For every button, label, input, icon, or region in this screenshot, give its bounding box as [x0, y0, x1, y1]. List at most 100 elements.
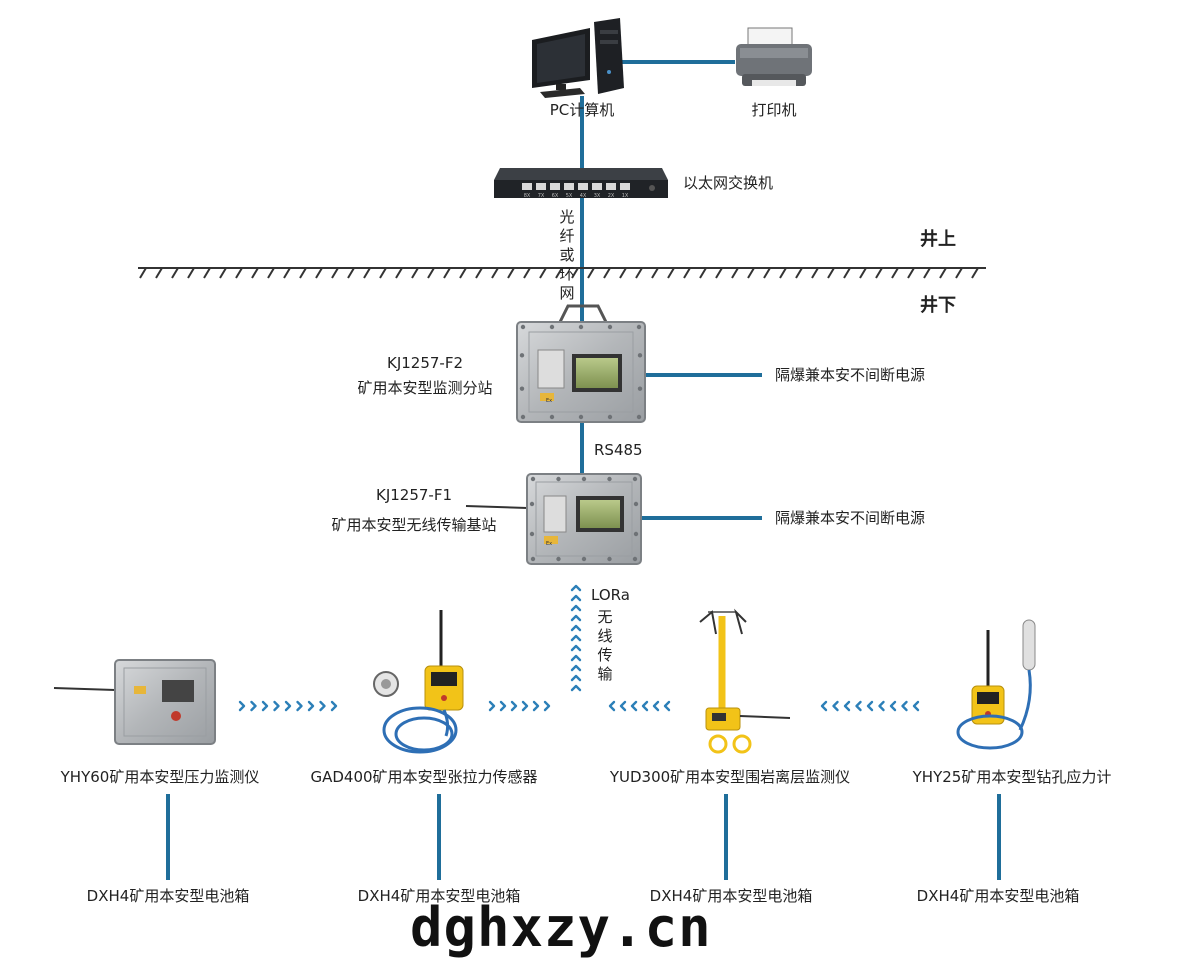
chevron-arrow	[570, 664, 582, 672]
bolt	[519, 386, 525, 391]
bolt	[636, 414, 642, 420]
chevron-arrow	[570, 644, 582, 652]
bolt	[520, 414, 526, 420]
switch-port	[578, 183, 588, 190]
chevron-arrow	[261, 700, 269, 712]
hatch-mark	[459, 267, 467, 279]
chevron-arrow	[570, 584, 582, 592]
bolt	[549, 324, 555, 330]
switch-port	[564, 183, 574, 190]
chevron-arrow	[901, 700, 908, 712]
hatch-mark	[427, 267, 435, 279]
pressure-monitor-device	[53, 659, 216, 745]
tension-sensor-device	[373, 610, 464, 754]
chevron-arrow	[330, 700, 338, 712]
chevron-arrow	[570, 594, 582, 602]
chevron-arrow	[499, 700, 507, 712]
chevron-arrow	[619, 700, 627, 712]
connection-lines	[166, 60, 1001, 880]
chevron-arrow	[488, 700, 496, 712]
hatch-mark	[507, 267, 515, 279]
hatch-mark	[363, 267, 371, 279]
chevron-arrow	[832, 700, 839, 712]
hatch-mark	[811, 267, 819, 279]
chevron-arrow	[630, 700, 638, 712]
hatch-mark	[251, 267, 259, 279]
bolt	[633, 531, 639, 537]
hatch-mark	[747, 267, 755, 279]
chevron-arrow	[570, 674, 582, 682]
bolt	[519, 353, 525, 358]
device-badge: Ex	[546, 541, 552, 547]
switch-port-label: 4X	[580, 193, 587, 199]
pc-label: PC计算机	[549, 101, 615, 119]
chevron-arrow	[843, 700, 851, 712]
bolt	[581, 476, 587, 482]
hatch-mark	[155, 267, 163, 279]
hatch-mark	[299, 267, 307, 279]
bolt	[520, 324, 526, 330]
switch-label: 以太网交换机	[683, 174, 774, 192]
bolt	[607, 476, 612, 482]
hatch-mark	[907, 267, 915, 279]
basestation-name-label: 矿用本安型无线传输基站	[331, 516, 497, 534]
hatch-mark	[571, 267, 579, 279]
hatch-mark	[875, 267, 883, 279]
chevron-arrow	[820, 700, 828, 712]
hatch-mark	[715, 267, 723, 279]
watermark: dghxzy.cn	[410, 896, 712, 959]
hatch-mark	[619, 267, 627, 279]
hatch-mark	[731, 267, 739, 279]
switch-port	[592, 183, 602, 190]
chevron-arrow	[878, 700, 885, 712]
bolt	[578, 324, 584, 330]
chevron-arrow	[543, 700, 551, 712]
hatch-mark	[331, 267, 339, 279]
sensor-name-3: YUD300矿用本安型围岩离层监测仪	[609, 768, 851, 786]
hatch-mark	[859, 267, 867, 279]
ups-label-1: 隔爆兼本安不间断电源	[775, 366, 926, 384]
substation-device	[516, 304, 646, 423]
hatch-mark	[603, 267, 611, 279]
bolt	[607, 324, 613, 330]
switch-port	[550, 183, 560, 190]
printer-label: 打印机	[751, 101, 797, 119]
bolt	[556, 476, 561, 482]
bolt	[530, 556, 536, 562]
chevron-arrow	[532, 700, 540, 712]
hatch-mark	[139, 267, 147, 279]
chevron-arrow	[855, 700, 862, 712]
bolt	[636, 324, 642, 330]
hatch-mark	[955, 267, 963, 279]
hatch-mark	[187, 267, 195, 279]
chevron-arrow	[570, 604, 582, 612]
chevron-arrow	[570, 654, 582, 662]
chevron-arrow	[510, 700, 518, 712]
device-badge: Ex	[546, 398, 552, 404]
bolt	[637, 353, 643, 358]
wireless-flow-arrows	[238, 584, 920, 712]
chevron-arrow	[238, 700, 246, 712]
bolt	[549, 414, 555, 420]
bolt	[530, 476, 536, 482]
hatch-mark	[971, 267, 979, 279]
bolt	[633, 501, 639, 507]
chevron-arrow	[570, 684, 582, 692]
sensor-name-1: YHY60矿用本安型压力监测仪	[60, 768, 260, 786]
stress-meter-device	[956, 619, 1036, 750]
chevron-arrow	[912, 700, 920, 712]
hatch-mark	[235, 267, 243, 279]
hatch-mark	[395, 267, 403, 279]
battery-label-1: DXH4矿用本安型电池箱	[86, 887, 250, 905]
chevron-arrow	[652, 700, 660, 712]
below-ground-label: 井下	[920, 295, 956, 316]
bolt	[607, 556, 612, 562]
hatch-mark	[651, 267, 659, 279]
bolt	[578, 414, 584, 420]
hatch-mark	[891, 267, 899, 279]
bolt	[529, 501, 535, 507]
hatch-mark	[283, 267, 291, 279]
wireless-label: 无 线 传 输	[597, 608, 613, 683]
